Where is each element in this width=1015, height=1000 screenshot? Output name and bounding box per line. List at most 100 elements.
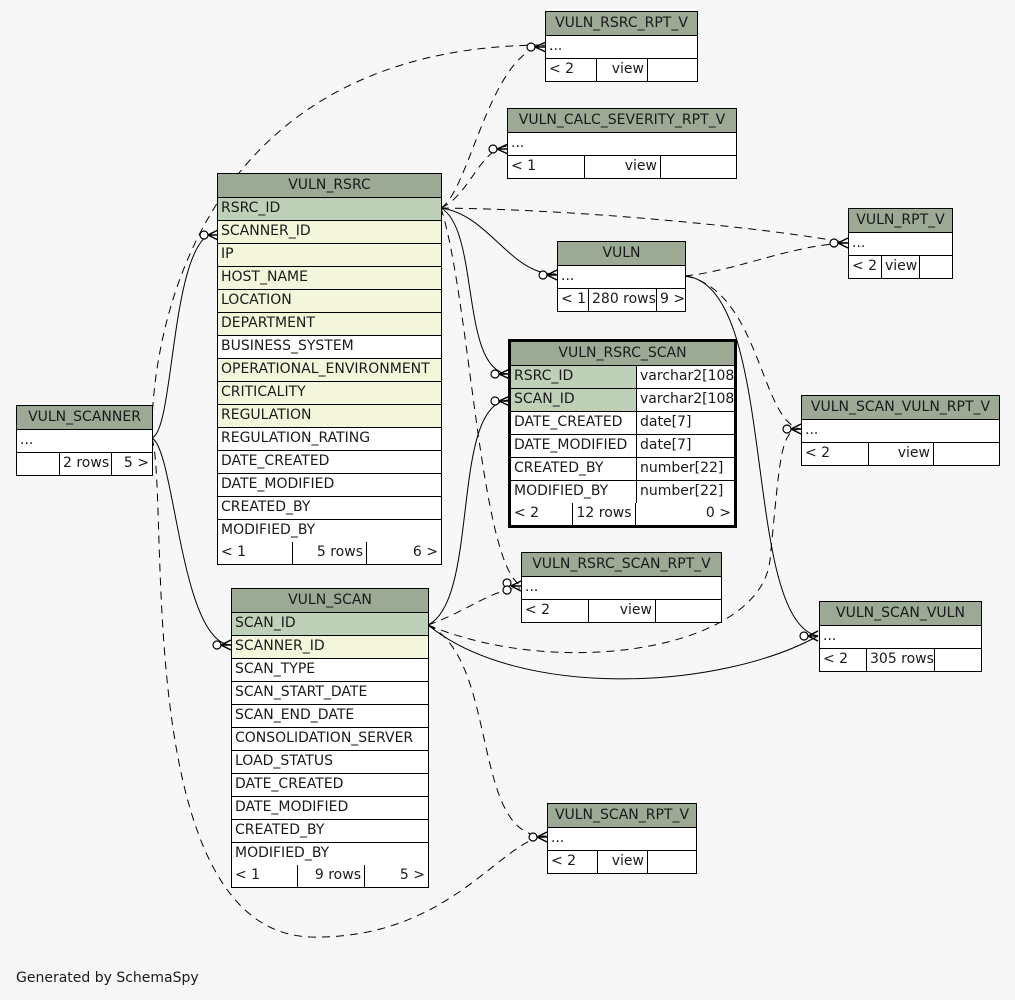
edge-vuln-to-vuln-rpt-v [684, 242, 849, 277]
column-row-operational-environment[interactable]: OPERATIONAL_ENVIRONMENT [218, 359, 441, 382]
edge-vuln-rsrc-to-vuln-rsrc-scan-rpt-v [440, 207, 521, 586]
column-type: number[22] [636, 458, 734, 480]
column-name: MODIFIED_BY [514, 483, 609, 499]
column-row-scanner-id[interactable]: SCANNER_ID [232, 636, 428, 659]
edge-vuln-to-vuln-scan-vuln [684, 275, 819, 637]
column-row-rsrc-id[interactable]: RSRC_ID [218, 198, 441, 221]
column-row-scan-type[interactable]: SCAN_TYPE [232, 659, 428, 682]
column-row-regulation[interactable]: REGULATION [218, 405, 441, 428]
table-title[interactable]: VULN_SCAN_VULN_RPT_V [802, 396, 999, 420]
table-row: ... [546, 36, 697, 59]
table-title[interactable]: VULN_SCANNER [17, 406, 152, 430]
column-row-date-created[interactable]: DATE_CREATED [218, 451, 441, 474]
marker-vuln-rsrc-rpt-v [526, 42, 536, 52]
edge-vuln-scanner-to-vuln-scan [151, 437, 231, 646]
column-type: varchar2[108] [636, 389, 734, 411]
table-title[interactable]: VULN [558, 242, 685, 266]
column-row-scan-start-date[interactable]: SCAN_START_DATE [232, 682, 428, 705]
table-title[interactable]: VULN_RSRC_SCAN [511, 342, 734, 366]
table-title[interactable]: VULN_RSRC_SCAN_RPT_V [522, 553, 721, 577]
marker-vuln-rsrc-scan-2 [490, 396, 500, 406]
marker-vuln-rsrc-scan-rpt-v-2 [502, 585, 512, 595]
column-name: SCAN_TYPE [235, 661, 316, 677]
parents-count: < 2 [549, 61, 575, 77]
column-row-location[interactable]: LOCATION [218, 290, 441, 313]
column-row-scan-end-date[interactable]: SCAN_END_DATE [232, 705, 428, 728]
column-row-modified-by[interactable]: MODIFIED_BY [218, 520, 441, 542]
column-row-created-by[interactable]: CREATED_BY [218, 497, 441, 520]
row-count: 280 rows [588, 289, 656, 311]
column-row-scanner-id[interactable]: SCANNER_ID [218, 221, 441, 244]
table-title[interactable]: VULN_CALC_SEVERITY_RPT_V [508, 109, 736, 133]
marker-vuln-calc-severity [488, 144, 498, 154]
edge-vuln-rsrc-to-vuln [440, 207, 557, 275]
column-row-ip[interactable]: IP [218, 244, 441, 267]
column-row-modified-by[interactable]: MODIFIED_BY [232, 843, 428, 865]
table-title[interactable]: VULN_RPT_V [849, 209, 952, 233]
column-row-scan-id[interactable]: SCAN_ID [232, 613, 428, 636]
column-row-consolidation-server[interactable]: CONSOLIDATION_SERVER [232, 728, 428, 751]
edge-vuln-rsrc-to-vuln-rpt-v [440, 207, 849, 244]
column-row-department[interactable]: DEPARTMENT [218, 313, 441, 336]
parents-count: < 1 [235, 867, 261, 883]
parents-count: < 1 [511, 158, 537, 174]
column-row-created-by[interactable]: CREATED_BY number[22] [511, 458, 734, 481]
column-placeholder: ... [805, 422, 819, 438]
table-title[interactable]: VULN_SCAN_RPT_V [548, 804, 696, 828]
parents-count: < 2 [805, 445, 831, 461]
column-name: CRITICALITY [221, 384, 306, 400]
row-count: 12 rows [572, 503, 635, 525]
edge-vuln-scan-to-vuln-scan-rpt-v [427, 624, 547, 837]
table-row: ... [820, 626, 981, 649]
column-row-date-modified[interactable]: DATE_MODIFIED [232, 797, 428, 820]
children-count [660, 156, 736, 178]
table-title[interactable]: VULN_SCAN_VULN [820, 602, 981, 626]
column-row-host-name[interactable]: HOST_NAME [218, 267, 441, 290]
column-row-regulation-rating[interactable]: REGULATION_RATING [218, 428, 441, 451]
column-name: HOST_NAME [221, 269, 308, 285]
row-count: view [597, 851, 647, 873]
column-name: LOAD_STATUS [235, 753, 333, 769]
column-name: OPERATIONAL_ENVIRONMENT [221, 361, 430, 377]
column-placeholder: ... [549, 38, 563, 54]
column-row-load-status[interactable]: LOAD_STATUS [232, 751, 428, 774]
parents-count: < 2 [514, 505, 540, 521]
children-count: 9 > [656, 289, 685, 311]
column-row-date-created[interactable]: DATE_CREATED [232, 774, 428, 797]
edge-vuln-to-vuln-scan-vuln-rpt-v [684, 275, 801, 430]
table-title[interactable]: VULN_SCAN [232, 589, 428, 613]
parents-count: < 2 [551, 853, 577, 869]
table-title[interactable]: VULN_RSRC_RPT_V [546, 12, 697, 36]
table-row: ... [522, 577, 721, 600]
column-row-business-system[interactable]: BUSINESS_SYSTEM [218, 336, 441, 359]
table-title[interactable]: VULN_RSRC [218, 174, 441, 198]
column-row-criticality[interactable]: CRITICALITY [218, 382, 441, 405]
column-name: CREATED_BY [514, 460, 604, 476]
column-row-created-by[interactable]: CREATED_BY [232, 820, 428, 843]
column-row-date-modified[interactable]: DATE_MODIFIED [218, 474, 441, 497]
